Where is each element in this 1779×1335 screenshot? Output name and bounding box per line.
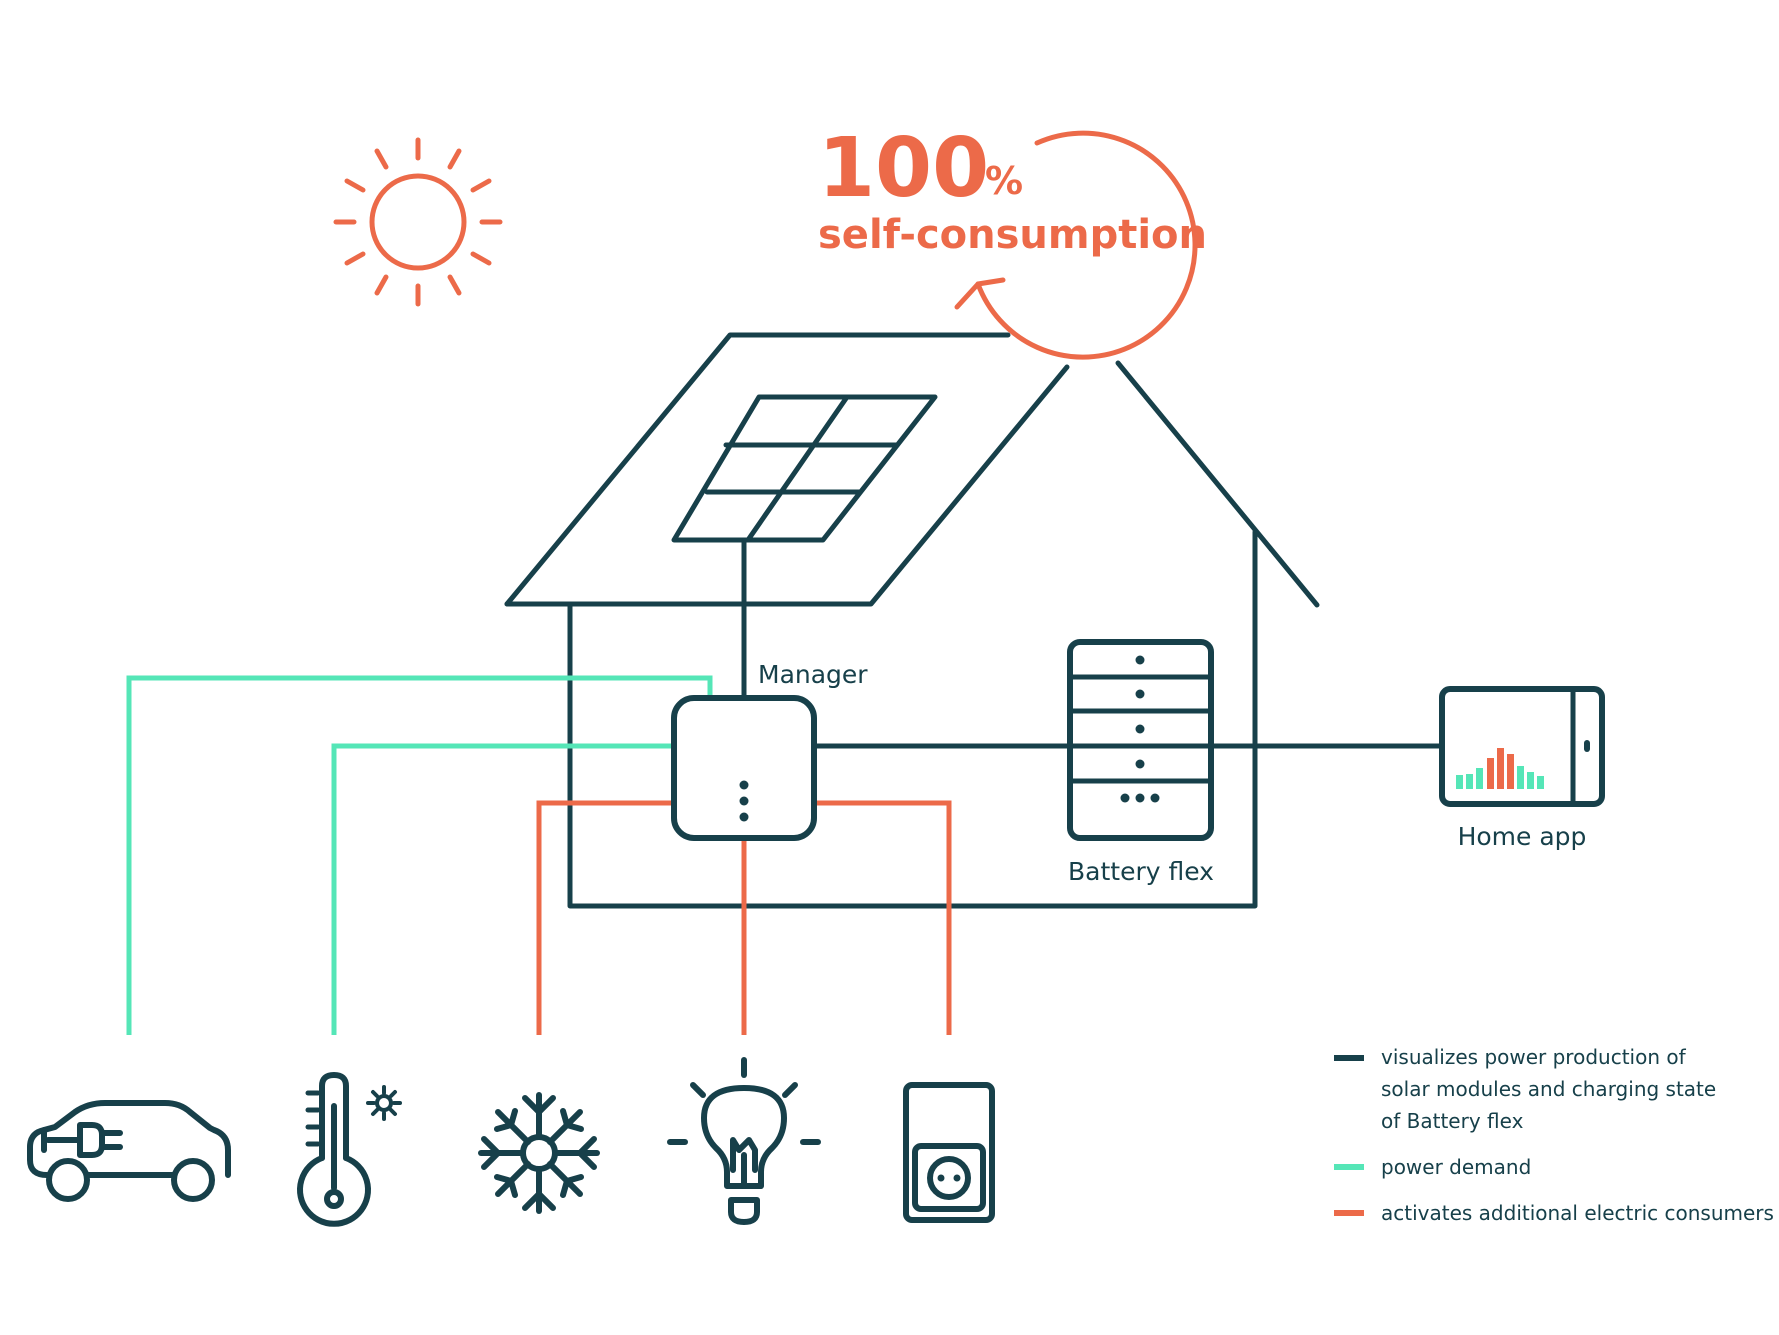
battery-label: Battery flex [1068,857,1214,886]
power-socket-icon [903,1082,995,1223]
sun-icon [333,137,503,307]
legend-demand-text: power demand [1381,1155,1531,1179]
power-demand-lines [126,675,713,1035]
legend-production-line-2: solar modules and charging state [1381,1077,1716,1101]
thermometer-icon [297,1071,402,1227]
electric-car-icon [27,1100,231,1202]
legend-production-line-1: visualizes power production of [1381,1045,1687,1069]
self-consumption-badge: 100 % self-consumption [818,121,1207,360]
app-bar-chart-icon [1456,748,1544,789]
solar-panel-icon [671,394,938,708]
snowflake-icon [478,1092,600,1214]
headline-label: self-consumption [818,212,1207,258]
headline-unit: % [985,159,1023,203]
manager-label: Manager [758,660,868,689]
home-app-tablet-icon [1439,686,1605,807]
battery-flex-icon [1067,639,1214,841]
home-app-label: Home app [1458,822,1587,851]
consumer-activation-lines [536,800,952,1035]
house-icon [504,332,1320,909]
cycle-arrowhead-icon [954,277,1006,310]
light-bulb-icon [667,1057,821,1225]
legend-production-line-3: of Battery flex [1381,1109,1524,1133]
legend-consumers-text: activates additional electric consumers [1381,1201,1774,1225]
legend: visualizes power production of solar mod… [1334,1045,1774,1225]
cycle-arrow-icon [975,130,1198,360]
manager-device-icon [671,695,817,841]
frost-star-icon [366,1085,402,1121]
headline-value: 100 [818,121,989,216]
